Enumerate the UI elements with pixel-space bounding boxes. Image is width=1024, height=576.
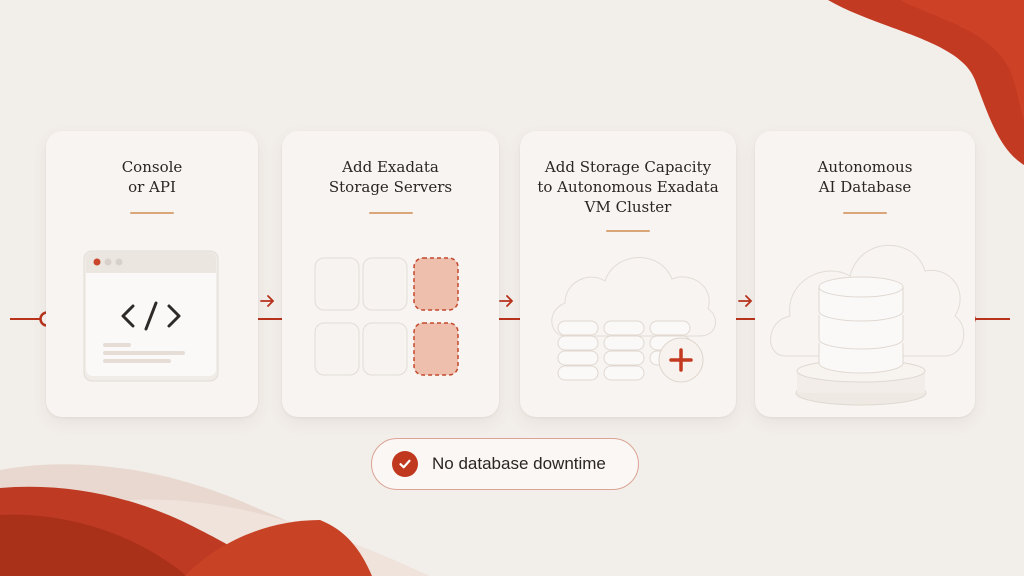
database-cloud-icon <box>770 244 965 406</box>
code-window-icon <box>83 250 219 382</box>
arrow-right-icon <box>738 295 753 307</box>
arrow-right-icon <box>260 295 275 307</box>
title-underline <box>843 212 887 214</box>
title-underline <box>130 212 174 214</box>
top-right-wave-highlight <box>900 0 1024 120</box>
title-underline <box>368 212 413 214</box>
check-circle-icon <box>392 451 418 477</box>
no-downtime-badge: No database downtime <box>371 438 639 490</box>
arrow-right-icon <box>499 295 514 307</box>
step-title: Autonomous AI Database <box>817 158 913 196</box>
step-card-add-capacity: Add Storage Capacity to Autonomous Exada… <box>520 131 736 417</box>
bottom-mid-wave-red <box>185 520 372 576</box>
top-right-wave <box>828 0 1024 165</box>
step-title: Console or API <box>121 158 183 196</box>
step-card-storage-servers: Add Exadata Storage Servers <box>282 131 499 417</box>
bottom-left-wave-red-deep <box>0 514 186 576</box>
step-card-console: Console or API <box>46 131 258 417</box>
cloud-storage-add-icon <box>551 257 716 383</box>
title-underline <box>606 230 650 232</box>
step-title: Add Exadata Storage Servers <box>328 158 453 196</box>
storage-servers-icon <box>314 257 459 376</box>
step-card-autonomous-db: Autonomous AI Database <box>755 131 975 417</box>
badge-text: No database downtime <box>432 454 606 473</box>
step-title: Add Storage Capacity to Autonomous Exada… <box>537 158 719 216</box>
